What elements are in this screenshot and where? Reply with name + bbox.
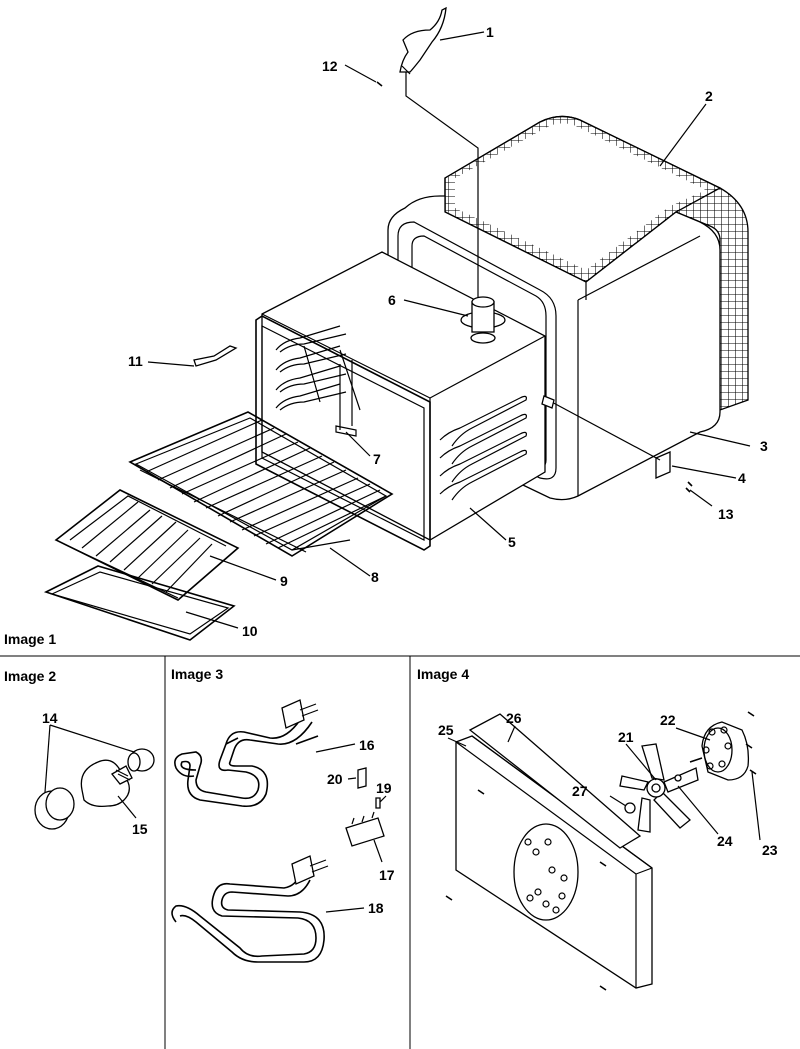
callout-8: 8 [371,569,379,585]
callout-3: 3 [760,438,768,454]
callout-13: 13 [718,506,734,522]
callout-27: 27 [572,783,588,799]
callout-6: 6 [388,292,396,308]
broil-element-lower [171,873,325,963]
callout-2: 2 [705,88,713,104]
terminal-block [345,767,385,847]
callout-24: 24 [717,833,733,849]
callout-1: 1 [486,24,494,40]
bake-element-bracket-upper [281,699,319,729]
broil-pan [43,565,236,641]
callout-21: 21 [618,729,634,745]
convection-back-panel [445,713,653,991]
callout-20: 20 [327,771,343,787]
panel-title-image-3: Image 3 [171,666,223,682]
panel-title-image-2: Image 2 [4,668,56,684]
leader-lines-image3 [315,743,387,913]
broil-pan-grid [54,489,240,601]
temperature-sensor-tube [399,6,479,302]
callout-7: 7 [373,451,381,467]
insulation-blanket [444,115,749,411]
oven-rack [128,411,394,557]
callout-25: 25 [438,722,454,738]
broil-element-bracket [291,855,329,885]
panel-titles: Image 1 Image 2 Image 3 Image 4 [4,631,469,684]
leader-lines-image2 [44,724,137,819]
panel-dividers [0,655,800,1049]
callout-12: 12 [322,58,338,74]
callout-18: 18 [368,900,384,916]
callout-4: 4 [738,470,746,486]
callout-22: 22 [660,712,676,728]
callout-10: 10 [242,623,258,639]
callout-17: 17 [379,867,395,883]
callout-15: 15 [132,821,148,837]
leader-lines-image1 [147,31,751,629]
sensor-grommet [460,296,506,344]
callout-9: 9 [280,573,288,589]
callout-23: 23 [762,842,778,858]
callout-labels: 1 2 3 4 5 6 7 8 9 10 11 12 13 14 15 16 1… [42,24,778,916]
convection-fan-blade [619,743,699,833]
panel-title-image-1: Image 1 [4,631,56,647]
bake-element-upper [174,719,319,808]
callout-19: 19 [376,780,392,796]
callout-5: 5 [508,534,516,550]
leader-lines-image4 [447,725,761,841]
panel-title-image-4: Image 4 [417,666,469,682]
callout-14: 14 [42,710,58,726]
callout-11: 11 [128,353,143,369]
convection-fan-motor [689,711,757,781]
small-parts-image1 [193,81,693,493]
light-lens-and-bulb [34,748,155,830]
callout-16: 16 [359,737,375,753]
callout-26: 26 [506,710,522,726]
